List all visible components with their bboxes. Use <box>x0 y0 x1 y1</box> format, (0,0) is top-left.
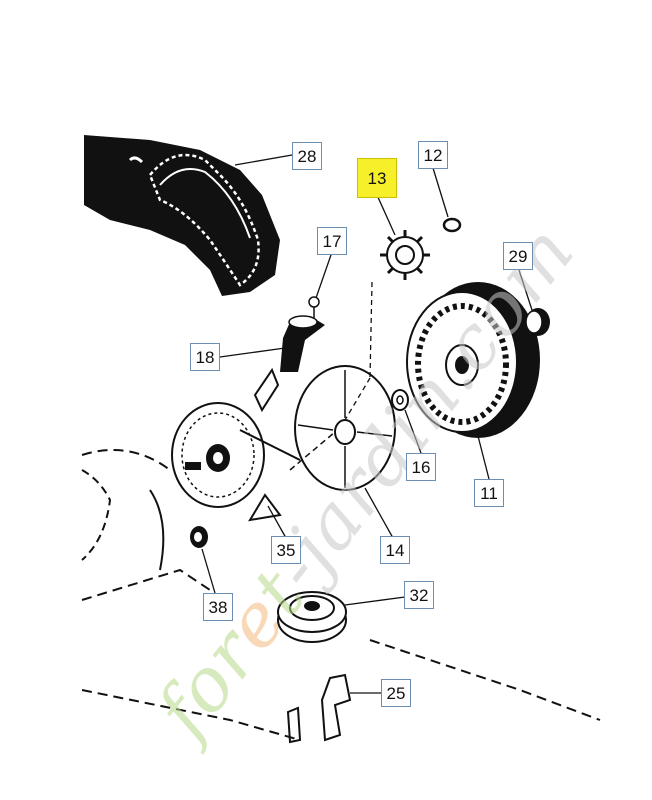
callout-32: 32 <box>404 581 434 609</box>
callout-11: 11 <box>474 479 504 507</box>
callout-38: 38 <box>203 593 233 621</box>
callout-13-highlighted: 13 <box>357 158 397 198</box>
callout-35: 35 <box>271 536 301 564</box>
part-12-clip <box>442 217 462 233</box>
mower-deck-outline <box>81 449 601 741</box>
part-29-cap <box>525 308 550 336</box>
part-16-washer <box>391 389 409 411</box>
part-14-disc <box>289 365 396 491</box>
callout-28: 28 <box>292 142 322 170</box>
part-18-shaft-arm <box>280 315 325 372</box>
part-28-handle-bracket <box>84 135 280 296</box>
callout-16: 16 <box>406 453 436 481</box>
callout-14: 14 <box>380 536 410 564</box>
callout-18: 18 <box>190 343 220 371</box>
part-13-gear <box>380 230 430 280</box>
part-25-bracket <box>286 673 352 744</box>
part-35-hub-housing <box>171 367 301 522</box>
part-38-nut <box>190 526 208 548</box>
part-11-wheel <box>406 282 540 438</box>
part-32-pulley <box>277 591 347 643</box>
callout-29: 29 <box>503 242 533 270</box>
callout-17: 17 <box>317 227 347 255</box>
leader-lines <box>201 154 533 694</box>
callout-12: 12 <box>418 141 448 169</box>
part-17-pin <box>308 296 320 318</box>
callout-25: 25 <box>381 679 411 707</box>
